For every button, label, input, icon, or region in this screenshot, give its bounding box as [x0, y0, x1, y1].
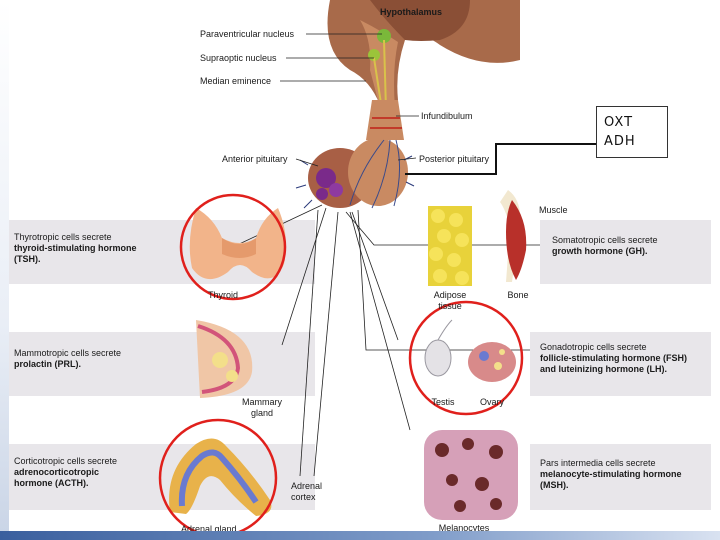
somatotropic-line1: Somatotropic cells secrete: [552, 235, 658, 245]
label-adrenal-cortex-2: cortex: [291, 492, 316, 502]
panel-mammotropic: [9, 332, 315, 396]
pituitary-gland: [295, 138, 415, 209]
gonadotropic-line1: Gonadotropic cells secrete: [540, 342, 647, 352]
label-paraventricular: Paraventricular nucleus: [200, 29, 295, 39]
thyrotropic-line1: Thyrotropic cells secrete: [14, 232, 112, 242]
callout-adh: ADH: [604, 134, 636, 149]
hypothalamus-illustration: [327, 0, 520, 111]
label-adipose-2: tissue: [438, 301, 462, 311]
panel-gonadotropic: [530, 332, 711, 396]
melanocytes-illustration: [424, 430, 518, 520]
highlight-circle-thyroid: [179, 193, 287, 301]
label-supraoptic: Supraoptic nucleus: [200, 53, 277, 63]
gonadotropic-line3: and luteinizing hormone (LH).: [540, 364, 667, 374]
bottom-bar-decoration: [0, 531, 720, 540]
thyrotropic-line2: thyroid-stimulating hormone: [14, 243, 137, 253]
adipose-tissue-illustration: [428, 206, 472, 286]
label-mammary-1: Mammary: [242, 397, 282, 407]
panel-intermedia: [530, 444, 711, 510]
infundibulum-stalk: [366, 100, 404, 140]
intermedia-line3: (MSH).: [540, 480, 569, 490]
label-adrenal-cortex-1: Adrenal: [291, 481, 322, 491]
highlight-circle-gonads: [408, 300, 524, 416]
corticotropic-line1: Corticotropic cells secrete: [14, 456, 117, 466]
oxt-adh-callout: OXT ADH: [596, 106, 668, 158]
mammotropic-line1: Mammotropic cells secrete: [14, 348, 121, 358]
label-anterior-pituitary: Anterior pituitary: [222, 154, 288, 164]
mammary-gland-illustration: [196, 320, 253, 398]
label-testis: Testis: [431, 397, 455, 407]
left-rail-decoration: [0, 0, 9, 540]
corticotropic-line2: adrenocorticotropic: [14, 467, 99, 477]
label-bone: Bone: [507, 290, 528, 300]
panel-somatotropic: [540, 220, 711, 284]
diagram-title: Hypothalamus: [380, 7, 442, 17]
intermedia-line1: Pars intermedia cells secrete: [540, 458, 656, 468]
leader-lines: [217, 33, 596, 477]
thyroid-illustration: [189, 208, 286, 280]
label-melanocytes: Melanocytes: [439, 523, 490, 533]
testis-ovary-illustration: [424, 319, 516, 382]
label-median-eminence: Median eminence: [200, 76, 271, 86]
mammotropic-line2: prolactin (PRL).: [14, 359, 81, 369]
muscle-bone-illustration: [500, 190, 527, 282]
gonadotropic-line2: follicle-stimulating hormone (FSH): [540, 353, 687, 363]
label-mammary-2: gland: [251, 408, 273, 418]
label-thyroid: Thyroid: [208, 290, 238, 300]
thyrotropic-line3: (TSH).: [14, 254, 41, 264]
label-infundibulum: Infundibulum: [421, 111, 473, 121]
corticotropic-line3: hormone (ACTH).: [14, 478, 89, 488]
label-ovary: Ovary: [480, 397, 505, 407]
label-adrenal-gland: Adrenal gland: [181, 524, 237, 534]
label-posterior-pituitary: Posterior pituitary: [419, 154, 490, 164]
adrenal-gland-illustration: [169, 438, 272, 516]
somatotropic-line2: growth hormone (GH).: [552, 246, 648, 256]
callout-oxt: OXT: [604, 115, 634, 130]
label-adipose-1: Adipose: [434, 290, 467, 300]
label-muscle: Muscle: [539, 205, 568, 215]
intermedia-line2: melanocyte-stimulating hormone: [540, 469, 682, 479]
